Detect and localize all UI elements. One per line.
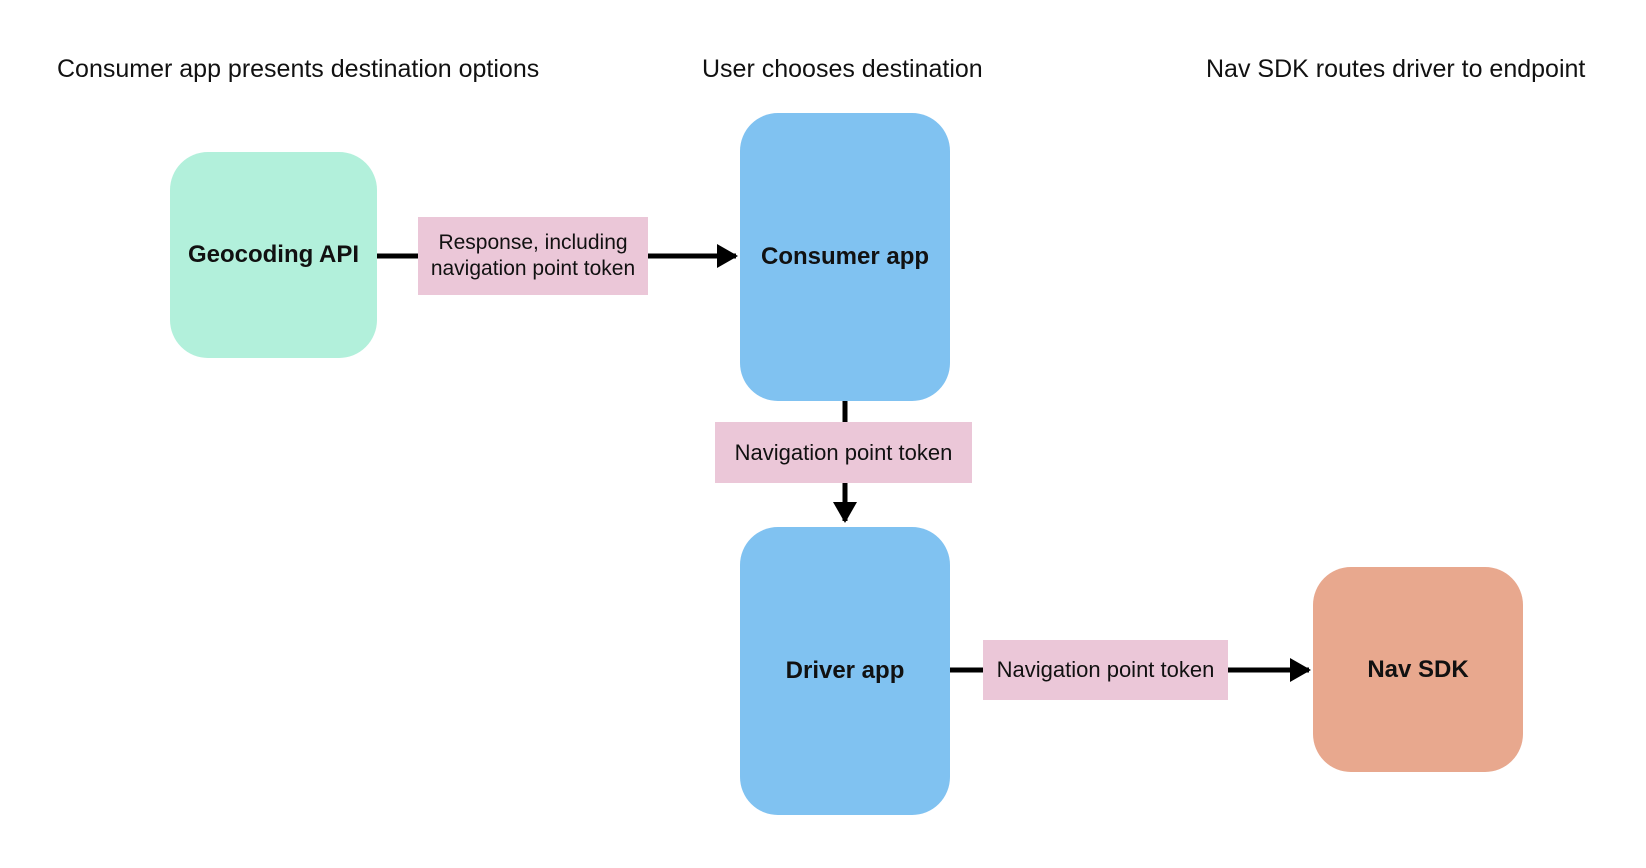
node-consumer-app: Consumer app	[740, 113, 950, 401]
edge-label-navigation-point-token-consumer-to-driver: Navigation point token	[715, 422, 972, 483]
node-geocoding-api: Geocoding API	[170, 152, 377, 358]
node-geocoding-api-label: Geocoding API	[187, 241, 360, 268]
phase-header-consumer-presents-options: Consumer app presents destination option…	[57, 55, 540, 83]
node-driver-app: Driver app	[740, 527, 950, 815]
node-nav-sdk-label: Nav SDK	[1367, 655, 1469, 683]
edge-label-navigation-point-token-driver-to-navsdk: Navigation point token	[983, 640, 1228, 700]
node-driver-app-label: Driver app	[785, 657, 905, 684]
node-consumer-app-label: Consumer app	[760, 243, 930, 270]
phase-header-nav-sdk-routes-driver: Nav SDK routes driver to endpoint	[1206, 55, 1586, 83]
node-nav-sdk: Nav SDK	[1313, 567, 1523, 772]
edge-label-response-including-token: Response, including navigation point tok…	[418, 217, 648, 295]
phase-header-user-chooses-destination: User chooses destination	[702, 55, 983, 83]
